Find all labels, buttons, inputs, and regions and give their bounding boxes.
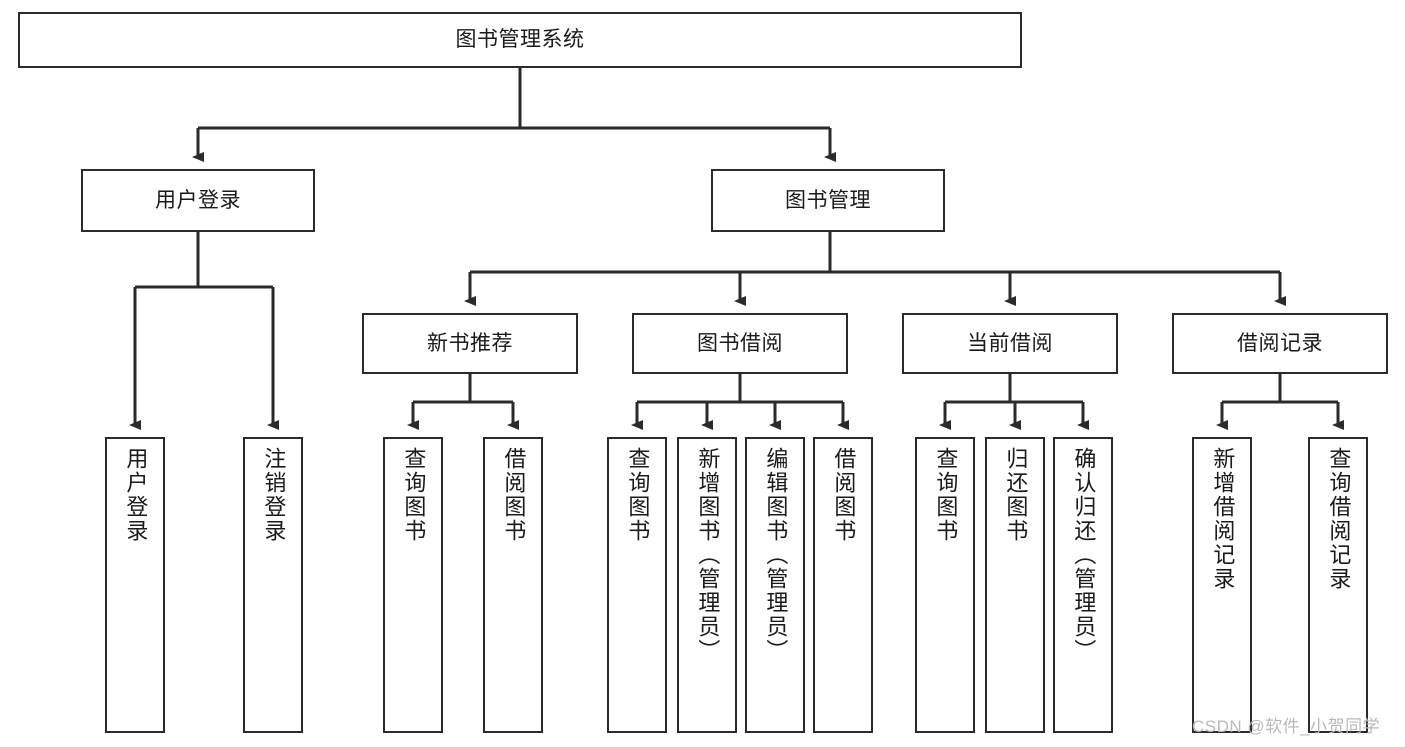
node-leaf-add-borrow-record[interactable]: 新增借阅记录 <box>1192 437 1252 733</box>
node-borrow-records[interactable]: 借阅记录 <box>1172 313 1388 374</box>
node-new-book-recommendation[interactable]: 新书推荐 <box>362 313 578 374</box>
node-current-borrowing[interactable]: 当前借阅 <box>902 313 1118 374</box>
node-label: 查询图书 <box>401 447 427 543</box>
node-leaf-edit-book-admin[interactable]: 编辑图书（管理员） <box>745 437 805 733</box>
node-user-login[interactable]: 用户登录 <box>81 169 315 232</box>
csdn-watermark: CSDN @软件_小贺同学 <box>1192 717 1381 736</box>
node-leaf-query-borrow-record[interactable]: 查询借阅记录 <box>1308 437 1368 733</box>
node-leaf-logout[interactable]: 注销登录 <box>243 437 303 733</box>
node-leaf-borrow-book-rec[interactable]: 借阅图书 <box>483 437 543 733</box>
node-label: 查询图书 <box>625 447 651 543</box>
node-label: 编辑图书（管理员） <box>763 447 789 663</box>
node-label: 查询借阅记录 <box>1326 447 1352 591</box>
node-leaf-query-book-current[interactable]: 查询图书 <box>915 437 975 733</box>
node-label: 用户登录 <box>123 447 149 543</box>
node-leaf-query-book-borrow[interactable]: 查询图书 <box>607 437 667 733</box>
node-label: 当前借阅 <box>967 331 1053 355</box>
node-label: 新书推荐 <box>427 331 513 355</box>
node-leaf-query-book-rec[interactable]: 查询图书 <box>383 437 443 733</box>
node-label: 归还图书 <box>1003 447 1029 543</box>
node-label: 注销登录 <box>261 447 287 543</box>
node-book-borrowing[interactable]: 图书借阅 <box>632 313 848 374</box>
node-leaf-return-book[interactable]: 归还图书 <box>985 437 1045 733</box>
node-leaf-confirm-return-admin[interactable]: 确认归还（管理员） <box>1053 437 1113 733</box>
node-label: 图书借阅 <box>697 331 783 355</box>
node-label: 查询图书 <box>933 447 959 543</box>
node-leaf-add-book-admin[interactable]: 新增图书（管理员） <box>677 437 737 733</box>
node-leaf-user-login[interactable]: 用户登录 <box>105 437 165 733</box>
node-label: 确认归还（管理员） <box>1071 447 1097 663</box>
node-label: 图书管理 <box>785 188 871 212</box>
node-leaf-borrow-book[interactable]: 借阅图书 <box>813 437 873 733</box>
node-book-management[interactable]: 图书管理 <box>711 169 945 232</box>
node-label: 用户登录 <box>155 188 241 212</box>
node-label: 借阅图书 <box>501 447 527 543</box>
node-label: 新增借阅记录 <box>1210 447 1236 591</box>
node-label: 借阅图书 <box>831 447 857 543</box>
node-label: 图书管理系统 <box>455 28 585 52</box>
node-label: 新增图书（管理员） <box>695 447 721 663</box>
node-root-book-management-system[interactable]: 图书管理系统 <box>18 12 1022 68</box>
node-label: 借阅记录 <box>1237 331 1323 355</box>
